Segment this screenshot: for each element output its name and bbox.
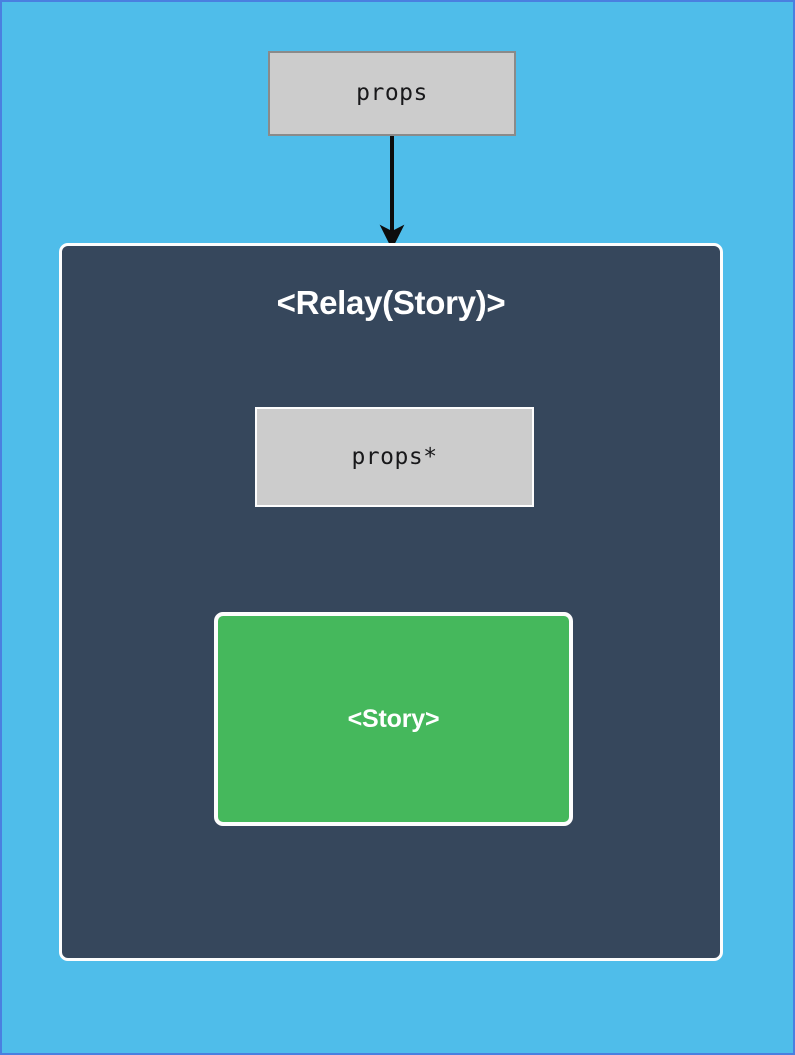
props-star-box: props*	[255, 407, 534, 507]
relay-container-title: <Relay(Story)>	[276, 284, 506, 321]
props-box: props	[268, 51, 516, 136]
props-star-box-label: props*	[351, 443, 438, 470]
story-component-label: <Story>	[347, 704, 440, 733]
props-box-label: props	[356, 80, 428, 106]
relay-container-panel: <Relay(Story)> props* <Story>	[59, 243, 723, 961]
story-component-box: <Story>	[214, 612, 573, 826]
